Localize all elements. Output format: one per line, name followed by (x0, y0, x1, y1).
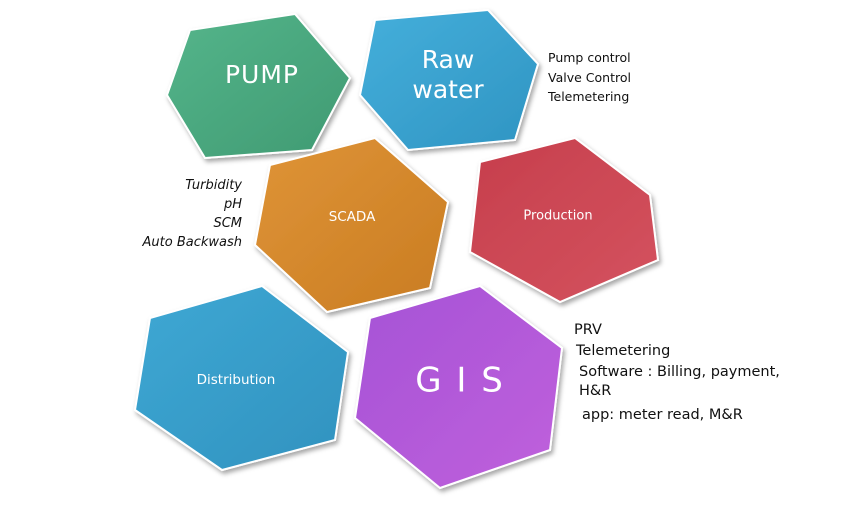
hex-distribution (133, 284, 350, 472)
note-item: Software : Billing, payment, (579, 364, 780, 380)
hex-pump-label: PUMP (225, 60, 299, 89)
note-item: Telemetering (548, 89, 630, 104)
hex-production-label: Production (523, 209, 592, 224)
hex-raw-water (358, 8, 540, 152)
scada-notes: Turbidity pH SCM Auto Backwash (143, 176, 243, 252)
note-item: Turbidity (185, 178, 242, 193)
note-item: PRV (574, 322, 602, 338)
note-item: H&R (579, 383, 612, 399)
note-item: app: meter read, M&R (582, 407, 743, 423)
note-item: Telemetering (576, 343, 671, 359)
hex-raw-water-label-line1: Raw (422, 45, 475, 74)
hex-raw-water-label-line2: water (412, 75, 484, 104)
hex-gis-label: G I S (415, 361, 505, 401)
note-item: Pump control (548, 50, 631, 65)
gis-notes: PRV Telemetering Software : Billing, pay… (574, 320, 780, 426)
raw-water-notes: Pump control Valve Control Telemetering (548, 48, 631, 107)
hex-pump (165, 12, 352, 160)
hex-gis (353, 284, 564, 490)
note-item: Valve Control (548, 69, 631, 85)
hex-scada (253, 136, 450, 314)
note-item: Auto Backwash (142, 235, 243, 250)
note-item: SCM (213, 216, 242, 231)
note-item: pH (223, 197, 242, 212)
hex-production (468, 136, 660, 304)
hex-scada-label: SCADA (329, 209, 376, 225)
hex-distribution-label: Distribution (197, 372, 276, 388)
